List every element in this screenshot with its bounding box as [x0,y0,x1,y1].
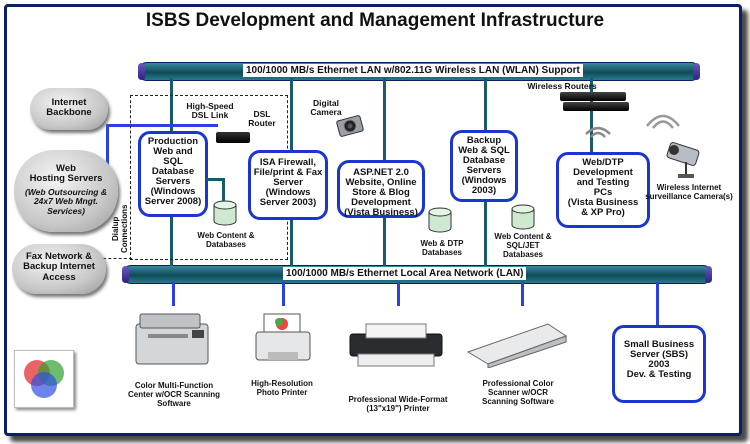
printer-icon [344,322,448,370]
printer-icon [130,306,214,368]
web-hosting-title: Web Hosting Servers [29,163,103,185]
connector [590,78,593,158]
internet-backbone-cloud: Internet Backbone [30,88,108,130]
digital-camera-label: Digital Camera [310,98,342,118]
connector [206,178,224,181]
diagram-title: ISBS Development and Management Infrastr… [145,10,605,31]
connector [656,282,659,326]
connector [282,282,285,306]
mfc-label: Color Multi-Function Center w/OCR Scanni… [127,381,220,408]
wireless-signal-icon [642,104,684,130]
fax-network-cloud: Fax Network & Backup Internet Access [12,244,106,294]
wireless-camera-label: Wireless Internet surveillance Camera(s) [645,183,733,201]
database-icon [511,204,535,230]
connector [222,178,225,201]
bottom-bus-label: 100/1000 MB/s Ethernet Local Area Networ… [283,267,527,280]
photo-printer-label: High-Resolution Photo Printer [251,379,313,397]
db2-label: Web & DTP Databases [420,239,464,257]
router-icon [560,92,626,101]
webdtp-pcs-box: Web/DTP Development and Testing PCs (Vis… [556,152,650,228]
scanner-icon [462,318,572,369]
surveillance-camera-icon [664,140,706,180]
production-server-box: Production Web and SQL Database Servers … [138,131,208,217]
connector [172,282,175,306]
dsl-link-label: High-Speed DSL Link [186,101,234,121]
bottom-network-bus: 100/1000 MB/s Ethernet Local Area Networ… [122,265,712,284]
db1-label: Web Content & Databases [197,231,255,249]
wide-printer-label: Professional Wide-Format (13"x19") Print… [348,395,448,413]
isa-firewall-box: ISA Firewall, File/print & Fax Server (W… [248,150,328,220]
web-hosting-cloud: Web Hosting Servers (Web Outsourcing & 2… [14,150,118,232]
wireless-signal-icon [580,118,616,140]
top-bus-label: 100/1000 MB/s Ethernet LAN w/802.11G Wir… [243,64,583,77]
db3-label: Web Content & SQL/JET Databases [494,232,552,259]
wireless-routers-label: Wireless Routers [527,81,597,91]
router-icon [216,132,250,143]
dsl-router-label: DSL Router [248,109,276,129]
camera-icon [336,112,366,140]
dsl-link-line [106,124,218,127]
dialup-line [98,258,132,259]
dsl-link-line [106,124,109,172]
printer-icon [252,310,314,366]
database-icon [213,200,237,226]
router-icon [563,102,629,111]
sbs-server-box: Small Business Server (SBS) 2003 Dev. & … [612,325,706,403]
database-icon [428,207,452,233]
web-hosting-sub: (Web Outsourcing & 24x7 Web Mngt. Servic… [24,187,107,216]
aspnet-development-box: ASP.NET 2.0 Website, Online Store & Blog… [337,160,425,218]
backup-server-box: Backup Web & SQL Database Servers (Windo… [450,130,518,202]
scanner-label: Professional Color Scanner w/OCR Scannin… [481,379,554,406]
top-network-bus: 100/1000 MB/s Ethernet LAN w/802.11G Wir… [138,62,700,81]
venn-logo-icon [14,350,74,408]
connector [521,282,524,306]
connector [397,282,400,306]
